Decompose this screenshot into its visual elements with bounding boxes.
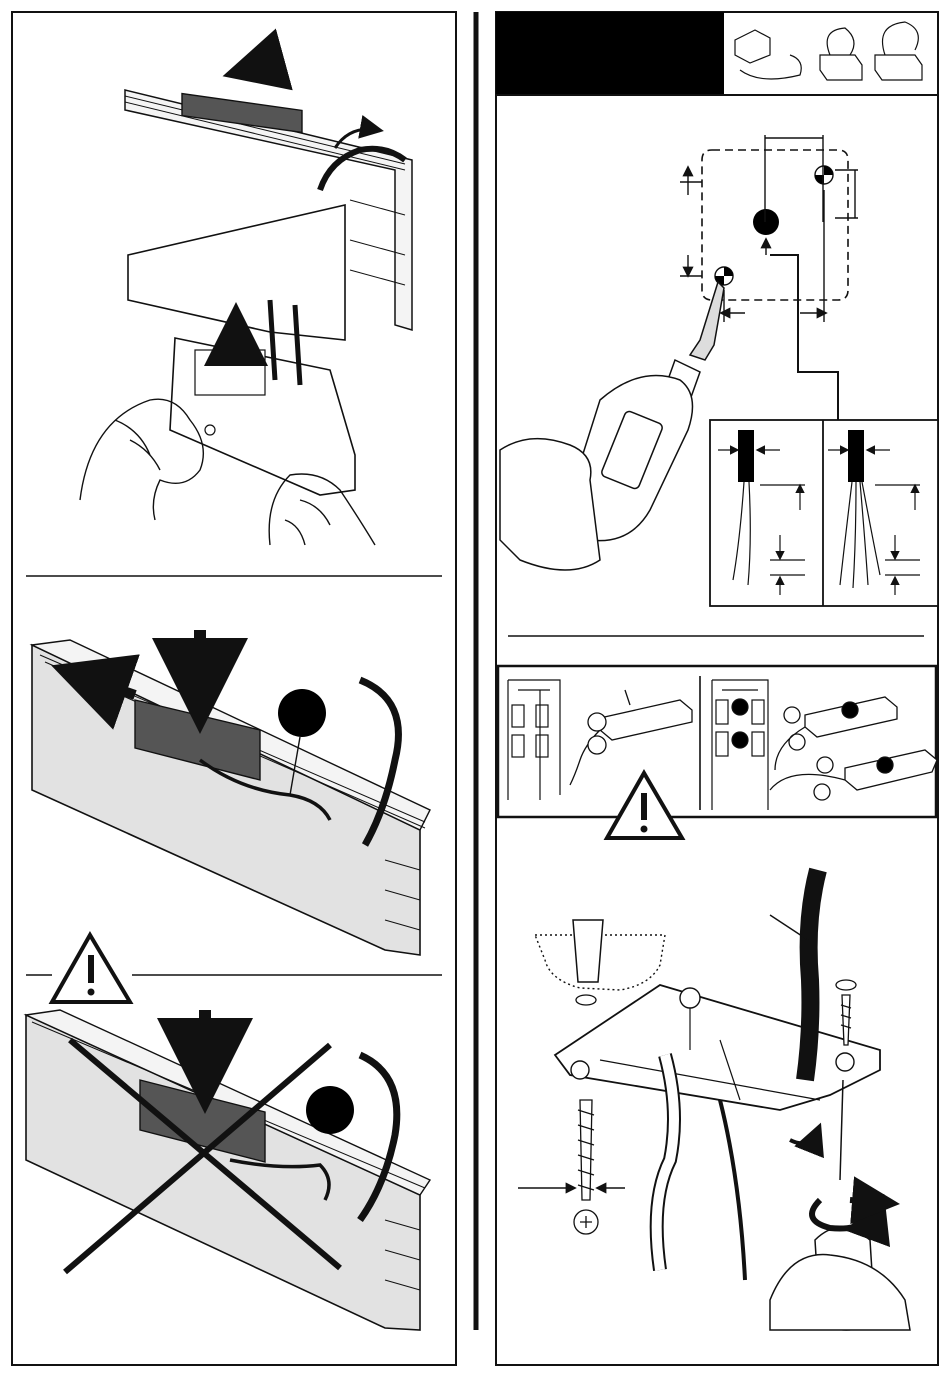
- step-track-connector-insertion: [80, 60, 412, 545]
- options-frame: [498, 666, 936, 817]
- step-correct-wire-routing: [32, 630, 430, 955]
- arrow-curved-icon: [790, 1130, 818, 1143]
- arrow-right-icon: [850, 1200, 888, 1203]
- callout-dot-icon: [278, 689, 326, 737]
- bracket-hole: [571, 1061, 589, 1079]
- bracket-boss: [680, 988, 700, 1008]
- cable-icon: [827, 28, 854, 55]
- junction-box-icon: [735, 30, 770, 63]
- cable-icon: [883, 22, 919, 55]
- right-column: [496, 12, 938, 1365]
- callout-dot-icon: [306, 1086, 354, 1134]
- step-ceiling-mounting: [518, 870, 910, 1330]
- warning-dot: [88, 989, 95, 996]
- driver-box-icon: [820, 55, 862, 80]
- mounting-bracket: [555, 985, 880, 1110]
- arrow-left-icon: [238, 60, 282, 72]
- fixing-hole-large: [753, 209, 779, 235]
- header-parts: [735, 22, 922, 80]
- connector-line: [770, 255, 838, 420]
- adapter-window: [195, 350, 265, 395]
- wall-plug-icon: [573, 920, 603, 982]
- bracket-hole: [836, 1053, 854, 1071]
- drill-icon: [500, 282, 724, 570]
- screw-icon: [836, 980, 856, 1045]
- step-incorrect-wire-routing: [26, 935, 430, 1330]
- cable-curve: [805, 870, 818, 1080]
- header-block: [496, 12, 724, 95]
- wire-strip-detail-icon: [710, 420, 938, 606]
- screwdriver-icon: [770, 1080, 910, 1330]
- cable-curve: [720, 1100, 745, 1280]
- step-driver-position-options: [498, 666, 937, 838]
- driver-box-icon: [875, 55, 922, 80]
- step-drilling-template: [500, 135, 938, 636]
- left-column: [12, 12, 456, 1365]
- fixing-hole-small: [815, 166, 833, 184]
